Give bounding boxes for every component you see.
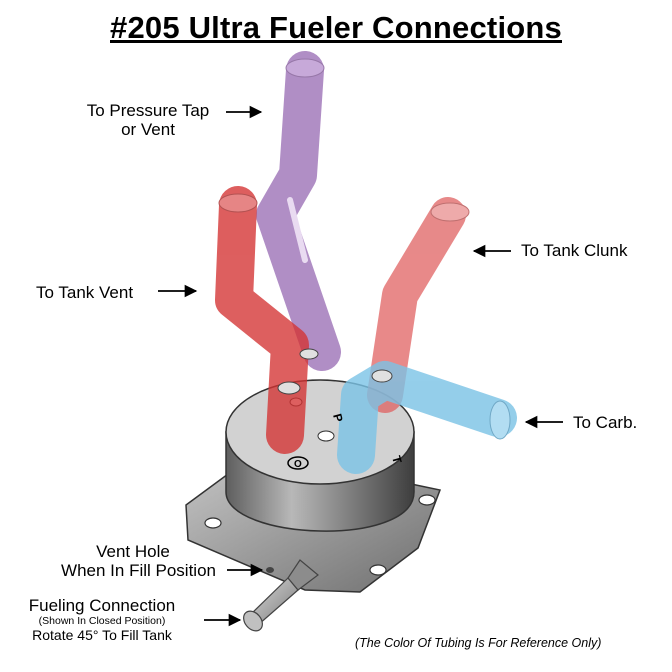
label-fueling-connection: Fueling Connection (Shown In Closed Posi… <box>14 596 190 643</box>
page-title: #205 Ultra Fueler Connections <box>110 10 562 45</box>
label-tank-clunk: To Tank Clunk <box>521 241 628 260</box>
vent-hole-marker <box>266 567 274 573</box>
mount-hole <box>418 494 436 506</box>
port-letter-o: O <box>294 459 302 470</box>
label-tank-vent: To Tank Vent <box>36 283 134 302</box>
label-fueling-line1: Fueling Connection <box>28 596 176 615</box>
port-hole <box>317 430 335 442</box>
color-reference-note: (The Color Of Tubing Is For Reference On… <box>355 636 602 650</box>
tank-clunk-tube <box>367 197 470 413</box>
label-fueling-line2: (Shown In Closed Position) <box>38 615 166 627</box>
fittings <box>277 348 393 395</box>
label-carb: To Carb. <box>573 413 638 432</box>
label-vent-hole-line2: When In Fill Position <box>61 561 216 580</box>
mount-hole <box>204 517 222 529</box>
label-pressure-tap: To Pressure Tap or Vent <box>76 101 220 139</box>
label-vent-hole-line1: Vent Hole <box>96 542 170 561</box>
port-letter-t: T <box>389 454 405 465</box>
label-pressure-line1: To Pressure Tap <box>86 101 210 120</box>
fueling-nipple <box>243 559 319 632</box>
port-letter-o-badge: O <box>287 456 309 470</box>
carb-tube <box>337 361 517 474</box>
port-letter-p: P <box>330 412 346 423</box>
label-fueling-line3: Rotate 45° To Fill Tank <box>32 627 172 643</box>
pressure-tube <box>256 51 341 371</box>
pointer-arrows <box>158 105 563 627</box>
label-pressure-line2: or Vent <box>121 120 175 139</box>
label-vent-hole: Vent Hole When In Fill Position <box>40 542 216 580</box>
mount-hole <box>369 564 387 576</box>
